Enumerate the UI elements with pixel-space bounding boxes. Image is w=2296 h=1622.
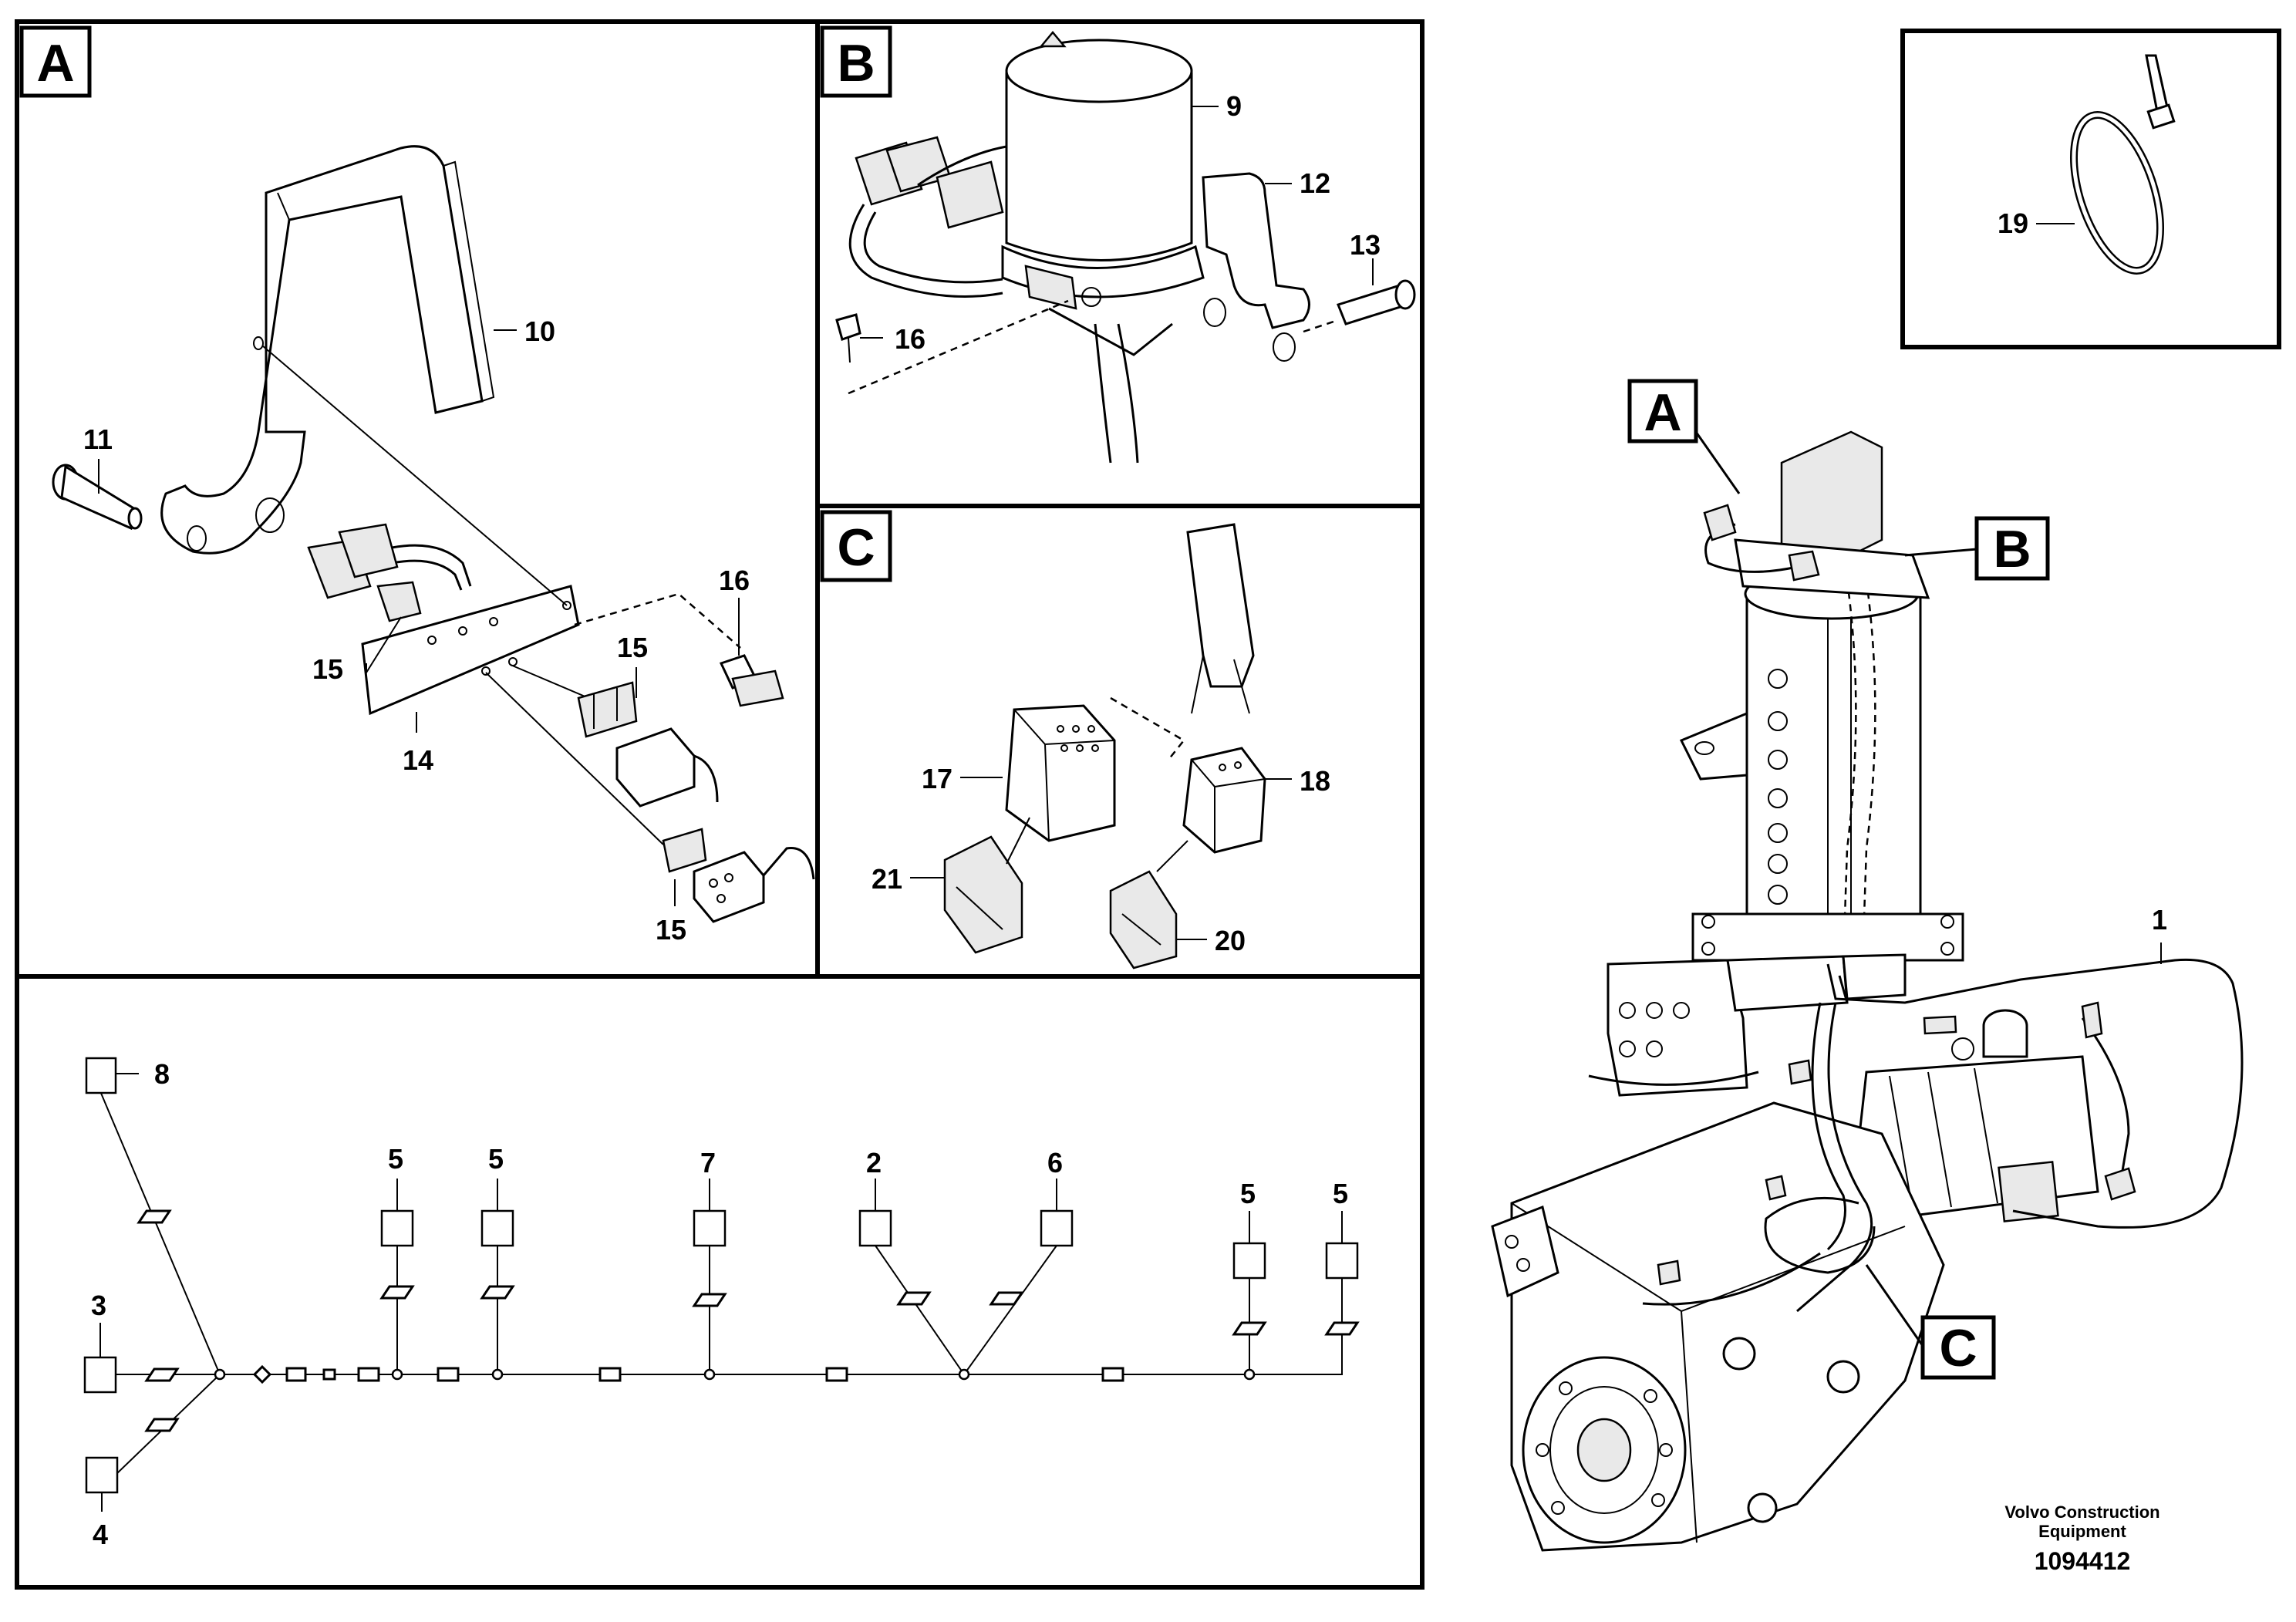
cable-tie-part-19: 19 xyxy=(1998,54,2176,275)
connector-b-2 xyxy=(936,160,1004,229)
panel-b-label: B xyxy=(820,25,892,98)
valve-block xyxy=(1607,959,1748,1097)
panel-a-label: A xyxy=(19,25,92,98)
bolt-part-16b xyxy=(835,313,861,363)
callout-19: 19 xyxy=(1998,207,2028,239)
callout-5-d: 5 xyxy=(1333,1178,1348,1209)
assembly-overview xyxy=(1491,379,2244,1552)
harness-part-1 xyxy=(1826,958,2244,1229)
callout-3: 3 xyxy=(91,1290,106,1321)
clip-part-15b xyxy=(662,828,707,873)
bolt-part-13 xyxy=(1337,279,1416,325)
brand-line-2: Equipment xyxy=(2038,1522,2126,1541)
screw-part-11 xyxy=(52,464,143,531)
brand-line-1: Volvo Construction xyxy=(2004,1502,2159,1522)
bolt-part-16a xyxy=(719,654,784,707)
connector-part-18 xyxy=(1182,747,1266,854)
drawing-number: 1094412 xyxy=(2035,1547,2131,1575)
callout-15-a: 15 xyxy=(312,653,343,685)
svg-text:B: B xyxy=(837,34,875,93)
svg-text:B: B xyxy=(1993,520,2031,578)
callout-18: 18 xyxy=(1300,765,1330,797)
overview-callouts: A B C 1 xyxy=(1644,383,2167,1378)
connector-part-17 xyxy=(1005,704,1116,842)
callout-9: 9 xyxy=(1226,90,1242,122)
callout-8: 8 xyxy=(154,1058,170,1090)
callout-10: 10 xyxy=(524,315,555,347)
column xyxy=(1745,592,1922,916)
panel-c-callouts: 17 18 21 20 xyxy=(872,763,1330,956)
callout-13: 13 xyxy=(1350,229,1381,261)
component-box-5b xyxy=(480,1209,514,1247)
panel-c-label: C xyxy=(820,510,892,582)
callout-15-c: 15 xyxy=(656,914,686,946)
callout-15-b: 15 xyxy=(617,632,648,663)
overview-label-c xyxy=(1920,1315,1996,1380)
component-box-2 xyxy=(858,1209,892,1247)
overview-label-a xyxy=(1627,379,1698,443)
component-box-7 xyxy=(693,1209,727,1247)
callout-12: 12 xyxy=(1300,167,1330,199)
connector-a-2 xyxy=(615,727,696,808)
overview-label-b xyxy=(1974,516,2050,581)
cable-c xyxy=(1186,523,1255,688)
bracket-part-12 xyxy=(1202,172,1310,329)
wedge-lock-part-20 xyxy=(1109,870,1178,969)
callout-17: 17 xyxy=(922,763,952,794)
callout-16-b: 16 xyxy=(895,323,925,355)
detail-cable-tie-frame xyxy=(1900,29,2281,349)
component-box-6 xyxy=(1040,1209,1074,1247)
callout-21: 21 xyxy=(872,863,902,895)
component-box-4 xyxy=(85,1456,119,1494)
callout-5-a: 5 xyxy=(388,1143,403,1175)
svg-text:A: A xyxy=(36,34,74,93)
harness-schematic-frame xyxy=(15,974,1424,1590)
panel-b-callouts: 9 12 13 16 xyxy=(895,90,1381,355)
panel-c-drawing xyxy=(910,523,1292,969)
plate-part-14 xyxy=(361,585,580,716)
callout-11: 11 xyxy=(83,423,113,455)
component-box-5d xyxy=(1325,1242,1359,1280)
callout-2: 2 xyxy=(866,1147,882,1179)
callout-20: 20 xyxy=(1215,925,1246,956)
connector-a-3 xyxy=(693,851,765,923)
callout-16-a: 16 xyxy=(719,565,750,596)
panel-b-drawing xyxy=(835,31,1416,464)
component-box-5c xyxy=(1232,1242,1266,1280)
panel-a-callouts: 10 11 15 15 14 16 15 xyxy=(83,315,750,946)
component-box-5a xyxy=(380,1209,414,1247)
svg-text:C: C xyxy=(837,518,875,577)
callout-5-b: 5 xyxy=(488,1143,504,1175)
wedge-lock-part-21 xyxy=(943,835,1023,954)
control-module-part-9 xyxy=(1001,31,1205,464)
svg-text:C: C xyxy=(1939,1319,1977,1378)
clip-part-15a xyxy=(577,681,638,738)
callout-6: 6 xyxy=(1047,1147,1063,1179)
footer: Volvo Construction Equipment 1094412 xyxy=(2004,1502,2159,1575)
callout-4: 4 xyxy=(93,1519,108,1550)
component-box-8 xyxy=(85,1057,117,1094)
harness-schematic xyxy=(83,1057,1360,1512)
callout-5-c: 5 xyxy=(1240,1178,1256,1209)
callout-1: 1 xyxy=(2152,904,2167,936)
component-box-3 xyxy=(83,1356,117,1394)
harness-callouts: 8 3 4 5 5 7 2 6 5 5 xyxy=(91,1058,1348,1550)
svg-text:A: A xyxy=(1644,383,1681,442)
panel-a-drawing xyxy=(52,145,815,923)
bracket-part-10 xyxy=(160,145,484,555)
callout-14: 14 xyxy=(403,744,433,776)
callout-7: 7 xyxy=(700,1147,716,1179)
